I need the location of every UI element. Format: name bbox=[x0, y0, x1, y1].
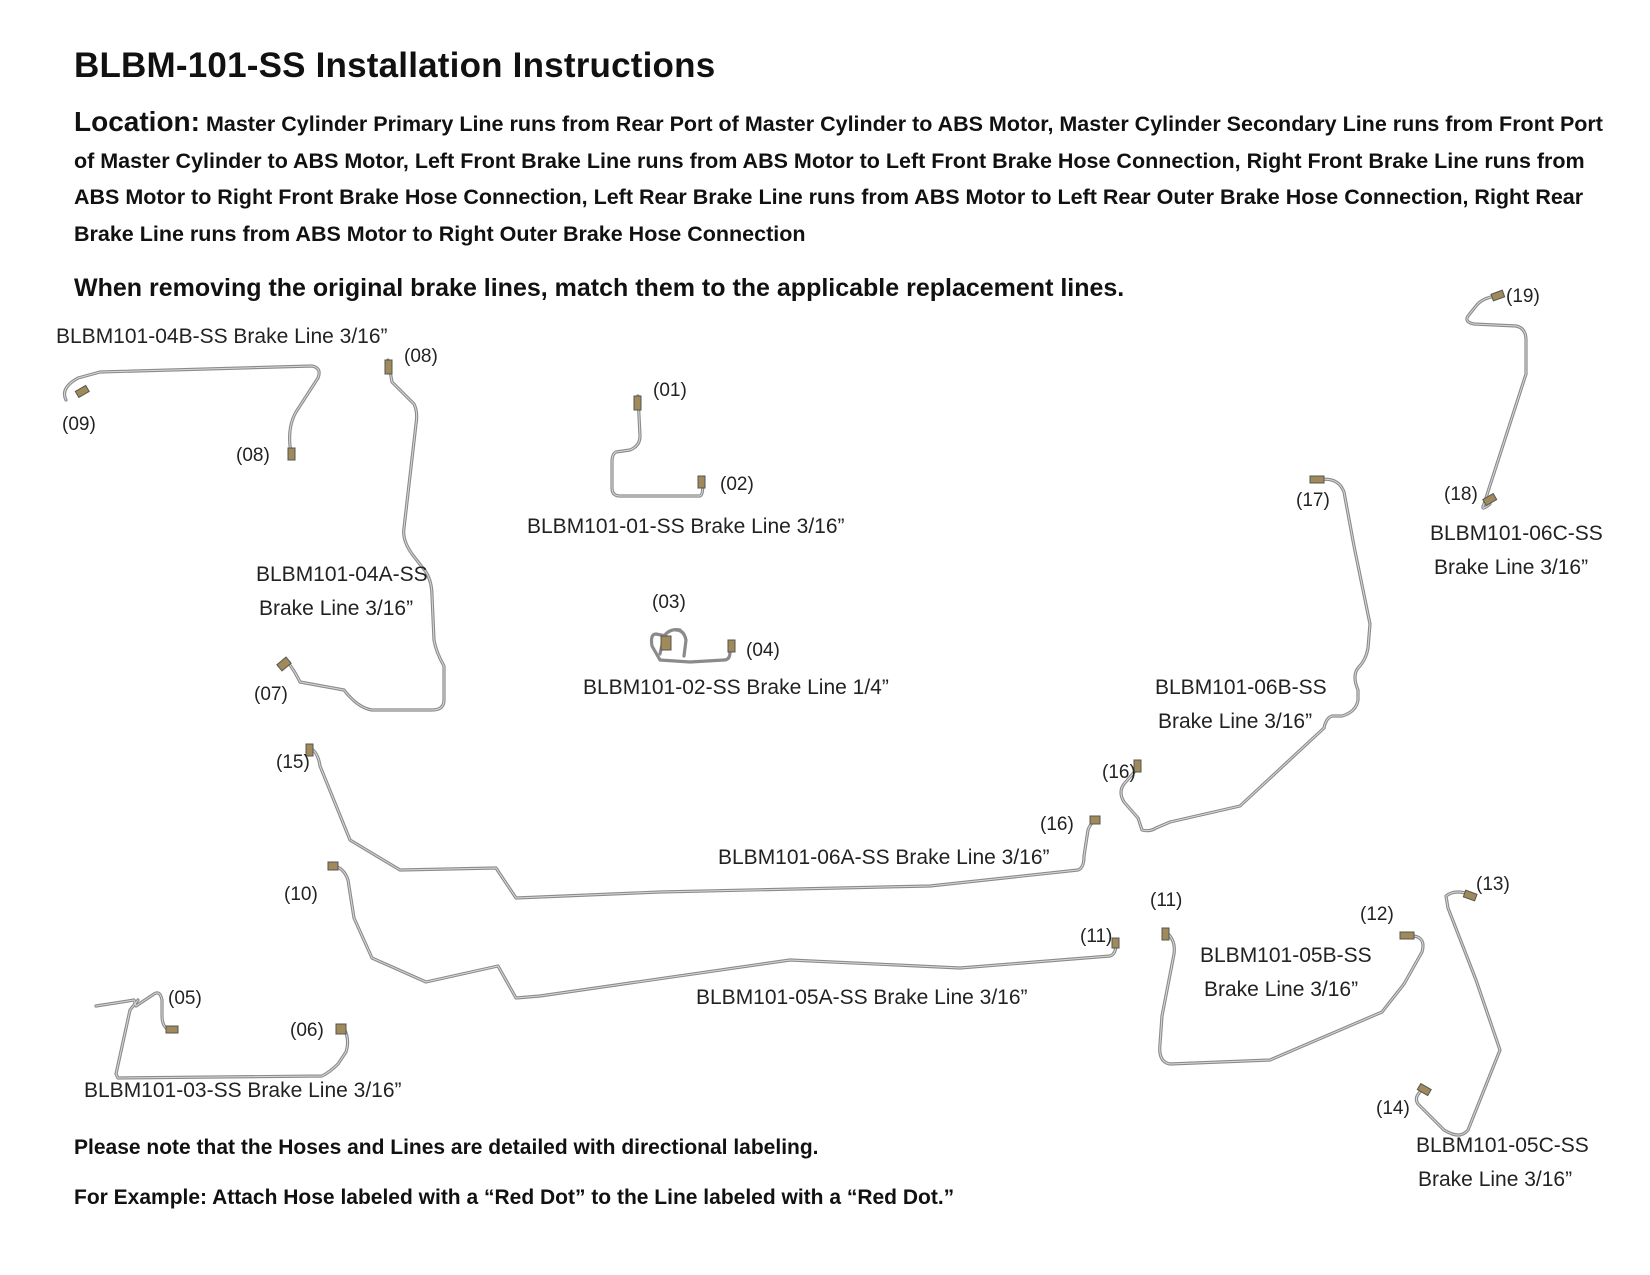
line-06c-label-2: Brake Line 3/16” bbox=[1434, 556, 1588, 579]
line-06b-label-1: BLBM101-06B-SS bbox=[1155, 676, 1327, 699]
brake-line-03: (05) (06) BLBM101-03-SS Brake Line 3/16” bbox=[84, 988, 402, 1102]
line-06a-end-b: (16) bbox=[1040, 814, 1074, 835]
line-06c-label-1: BLBM101-06C-SS bbox=[1430, 522, 1603, 545]
line-02-end-a: (03) bbox=[652, 592, 686, 613]
location-text: Master Cylinder Primary Line runs from R… bbox=[74, 112, 1603, 246]
line-05c-label-2: Brake Line 3/16” bbox=[1418, 1168, 1572, 1191]
line-04a-label-2: Brake Line 3/16” bbox=[259, 597, 413, 620]
line-03-end-b: (06) bbox=[290, 1020, 324, 1041]
line-05a-end-b: (11) bbox=[1080, 926, 1112, 947]
line-04b-label: BLBM101-04B-SS Brake Line 3/16” bbox=[56, 325, 388, 348]
brake-line-04b: BLBM101-04B-SS Brake Line 3/16” (09) (08… bbox=[56, 325, 388, 466]
line-01-label: BLBM101-01-SS Brake Line 3/16” bbox=[527, 515, 845, 538]
line-04a-end-a: (08) bbox=[404, 346, 438, 367]
location-paragraph: Location: Master Cylinder Primary Line r… bbox=[74, 104, 1614, 252]
brake-line-05a: (10) (11) BLBM101-05A-SS Brake Line 3/16… bbox=[284, 861, 1120, 1009]
line-05b-label-2: Brake Line 3/16” bbox=[1204, 978, 1358, 1001]
brake-line-04a: (08) BLBM101-04A-SS Brake Line 3/16” (07… bbox=[254, 346, 446, 712]
line-06a-end-a: (15) bbox=[276, 752, 310, 773]
brake-line-02: (03) (04) BLBM101-02-SS Brake Line 1/4” bbox=[583, 592, 889, 699]
line-01-end-b: (02) bbox=[720, 474, 754, 495]
match-note: When removing the original brake lines, … bbox=[74, 274, 1125, 302]
line-02-end-b: (04) bbox=[746, 640, 780, 661]
line-06a-label: BLBM101-06A-SS Brake Line 3/16” bbox=[718, 846, 1050, 869]
line-05c-end-b: (14) bbox=[1376, 1098, 1410, 1119]
brake-line-01: (01) (02) BLBM101-01-SS Brake Line 3/16” bbox=[527, 380, 845, 538]
line-06b-end-a: (17) bbox=[1296, 490, 1330, 511]
line-06c-end-a: (19) bbox=[1506, 286, 1540, 307]
line-05b-end-b: (12) bbox=[1360, 904, 1394, 925]
line-06c-end-b: (18) bbox=[1444, 484, 1478, 505]
document-title: BLBM-101-SS Installation Instructions bbox=[74, 46, 716, 85]
line-03-label: BLBM101-03-SS Brake Line 3/16” bbox=[84, 1079, 402, 1102]
line-04a-label-1: BLBM101-04A-SS bbox=[256, 563, 428, 586]
line-05b-end-a: (11) bbox=[1150, 890, 1182, 911]
brake-line-05c: (13) (14) BLBM101-05C-SS Brake Line 3/16… bbox=[1376, 874, 1589, 1191]
line-06b-end-b: (16) bbox=[1102, 762, 1136, 783]
footer-note-example: For Example: Attach Hose labeled with a … bbox=[74, 1186, 955, 1209]
line-04b-end-a: (09) bbox=[62, 414, 96, 435]
brake-line-05b: (11) (12) BLBM101-05B-SS Brake Line 3/16… bbox=[1150, 890, 1425, 1066]
location-label: Location: bbox=[74, 106, 200, 137]
brake-line-06c: (19) (18) BLBM101-06C-SS Brake Line 3/16… bbox=[1430, 286, 1603, 579]
line-05b-label-1: BLBM101-05B-SS bbox=[1200, 944, 1372, 967]
line-03-end-a: (05) bbox=[168, 988, 202, 1009]
line-02-label: BLBM101-02-SS Brake Line 1/4” bbox=[583, 676, 889, 699]
footer-note-directional: Please note that the Hoses and Lines are… bbox=[74, 1136, 819, 1159]
line-06b-label-2: Brake Line 3/16” bbox=[1158, 710, 1312, 733]
line-05c-end-a: (13) bbox=[1476, 874, 1510, 895]
line-01-end-a: (01) bbox=[653, 380, 687, 401]
line-05a-end-a: (10) bbox=[284, 884, 318, 905]
line-04a-end-b: (07) bbox=[254, 684, 288, 705]
brake-line-06a: (15) (16) BLBM101-06A-SS Brake Line 3/16… bbox=[276, 743, 1101, 900]
brake-line-06b: (17) BLBM101-06B-SS Brake Line 3/16” (16… bbox=[1102, 475, 1372, 833]
line-05c-label-1: BLBM101-05C-SS bbox=[1416, 1134, 1589, 1157]
line-05a-label: BLBM101-05A-SS Brake Line 3/16” bbox=[696, 986, 1028, 1009]
line-04b-end-b: (08) bbox=[236, 445, 270, 466]
